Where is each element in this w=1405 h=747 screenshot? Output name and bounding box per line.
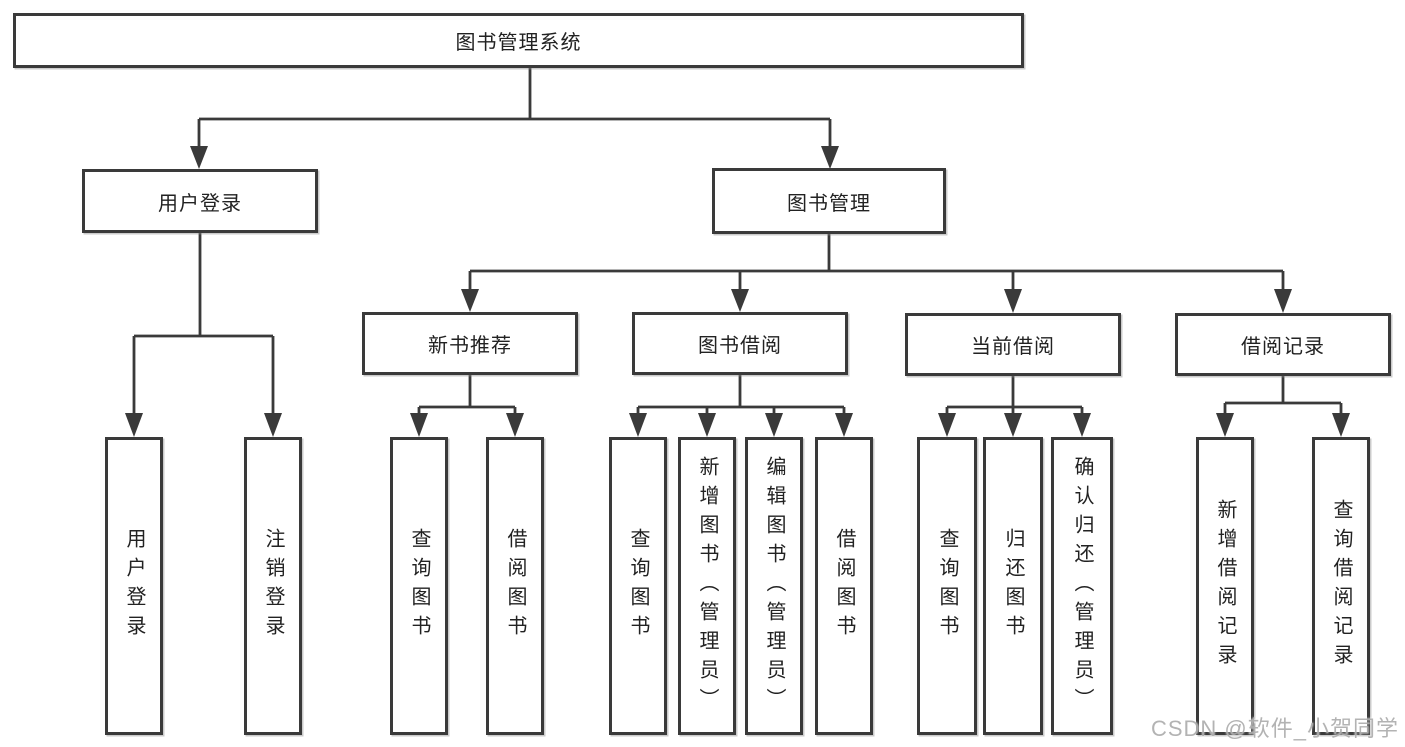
node-label: 新增图书（管理员）: [696, 455, 718, 717]
leaf-query-borrow-record: 查询借阅记录: [1312, 437, 1370, 735]
node-label: 确认归还（管理员）: [1071, 455, 1093, 717]
leaf-return-books: 归还图书: [983, 437, 1043, 735]
leaf-borrow-books-recommend: 借阅图书: [486, 437, 544, 735]
node-label: 借阅图书: [833, 528, 855, 644]
node-label: 编辑图书（管理员）: [763, 455, 785, 717]
node-label: 查询图书: [936, 528, 958, 644]
node-user-login: 用户登录: [82, 169, 318, 233]
node-borrowing-records: 借阅记录: [1175, 313, 1391, 376]
node-label: 用户登录: [158, 192, 242, 215]
node-label: 查询图书: [627, 528, 649, 644]
leaf-add-borrow-record: 新增借阅记录: [1196, 437, 1254, 735]
node-label: 用户登录: [123, 528, 145, 644]
leaf-add-books-admin: 新增图书（管理员）: [678, 437, 736, 735]
leaf-confirm-return-admin: 确认归还（管理员）: [1051, 437, 1113, 735]
node-label: 借阅记录: [1241, 336, 1325, 358]
leaf-query-books-borrowing: 查询图书: [609, 437, 667, 735]
node-label: 图书管理: [787, 192, 871, 215]
node-current-borrowing: 当前借阅: [905, 313, 1121, 376]
node-label: 当前借阅: [971, 336, 1055, 358]
csdn-watermark: CSDN @软件_小贺同学: [1150, 716, 1399, 741]
node-library-management-system: 图书管理系统: [13, 13, 1024, 68]
leaf-borrow-books-borrowing: 借阅图书: [815, 437, 873, 735]
leaf-logout: 注销登录: [244, 437, 302, 735]
node-new-book-recommend: 新书推荐: [362, 312, 578, 375]
node-label: 注销登录: [262, 528, 284, 644]
leaf-edit-books-admin: 编辑图书（管理员）: [745, 437, 803, 735]
leaf-query-books-current: 查询图书: [917, 437, 977, 735]
node-label: 图书管理系统: [455, 32, 582, 54]
connector-arrowheads: [125, 146, 1350, 437]
node-label: 新书推荐: [428, 335, 512, 357]
node-book-borrowing: 图书借阅: [632, 312, 848, 375]
node-label: 图书借阅: [698, 335, 782, 357]
node-label: 借阅图书: [504, 528, 526, 644]
node-book-management: 图书管理: [712, 168, 946, 234]
connector-lines: [132, 68, 1343, 418]
node-label: 归还图书: [1002, 528, 1024, 644]
node-label: 新增借阅记录: [1214, 499, 1236, 673]
leaf-query-books-recommend: 查询图书: [390, 437, 448, 735]
node-label: 查询借阅记录: [1330, 499, 1352, 673]
node-label: 查询图书: [408, 528, 430, 644]
leaf-user-login: 用户登录: [105, 437, 163, 735]
